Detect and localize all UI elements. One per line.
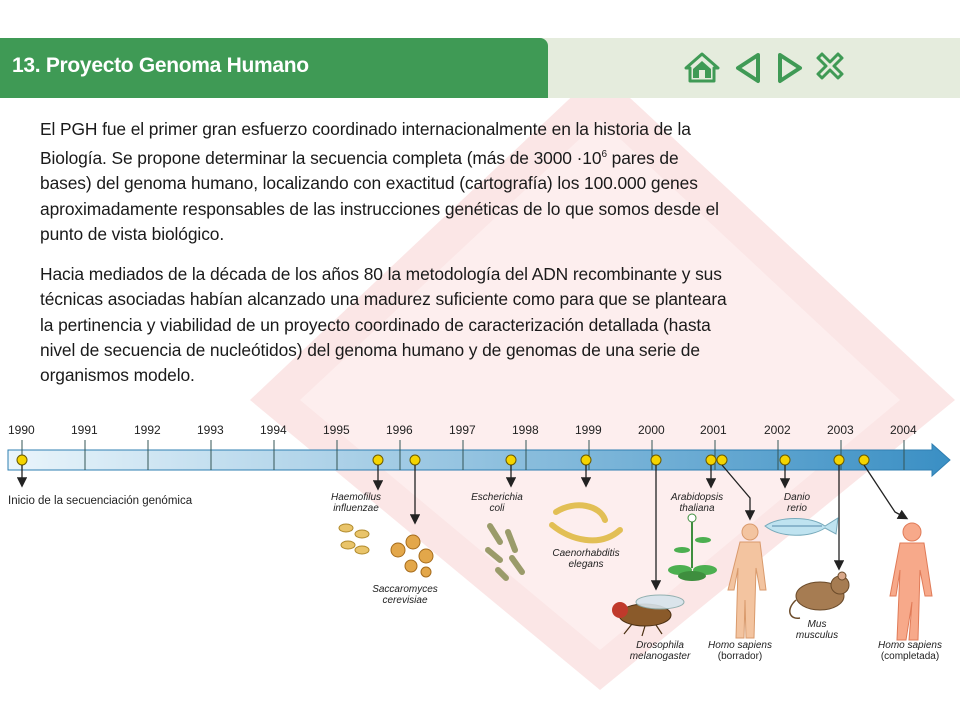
exponent: 6 [601,149,607,161]
year-label: 2002 [764,423,791,437]
timeline-bar [7,442,951,478]
mus-illustration [789,571,850,619]
paragraph-line: nivel de secuencia de nucleótidos) del g… [40,339,700,360]
paragraph-line: organismos modelo. [40,365,195,386]
organism-label: (completada) [881,651,939,662]
header-bar: 13. Proyecto Genoma Humano [0,38,960,98]
organism-label: Mus [808,619,827,630]
year-labels: 1990 1991 1992 1993 1994 1995 1996 1997 … [8,423,917,437]
year-label: 2004 [890,423,917,437]
year-label: 1993 [197,423,224,437]
organism-label: (borrador) [718,651,762,662]
previous-icon [736,53,760,83]
organism-label: Caenorhabditis [552,548,619,559]
year-label: 1998 [512,423,539,437]
paragraph-line: punto de vista biológico. [40,223,225,244]
organism-label: Haemofilus [331,492,381,503]
caenorhabditis-illustration [549,502,623,544]
drosophila-illustration [612,594,685,637]
close-icon [816,52,844,80]
page-title: 13. Proyecto Genoma Humano [12,54,309,77]
year-ticks [21,440,905,470]
paragraph-line: técnicas asociadas habían alcanzado una … [40,289,727,310]
paragraph-line: Hacia mediados de la década de los años … [40,264,722,284]
organism-label: thaliana [679,503,714,514]
year-label: 2001 [700,423,727,437]
organism-labels: Haemofilus influenzae Saccaromyces cerev… [331,492,942,662]
title-bar: 13. Proyecto Genoma Humano [0,38,548,98]
organism-label: Homo sapiens [708,640,772,651]
haemophilus-illustration [338,523,370,555]
intro-paragraph: El PGH fue el primer gran esfuerzo coord… [40,117,890,247]
year-label: 1996 [386,423,413,437]
organism-label: cerevisiae [382,595,427,606]
organism-label: rerio [787,503,807,514]
arabidopsis-illustration [668,513,717,581]
year-label: 1995 [323,423,350,437]
event-markers [16,454,870,466]
organism-label: Drosophila [636,640,684,651]
next-icon [778,53,802,83]
year-label: 1990 [8,423,35,437]
organism-label: Arabidopsis [670,492,723,503]
year-label: 1992 [134,423,161,437]
close-button[interactable] [810,48,850,88]
organism-label: Danio [784,492,811,503]
escherichia-illustration [485,523,525,581]
homo-sapiens-complete-illustration [889,522,933,641]
year-label: 2003 [827,423,854,437]
saccharomyces-illustration [390,534,434,578]
year-label: 1999 [575,423,602,437]
previous-button[interactable] [730,48,770,88]
organism-label: musculus [796,630,838,641]
paragraph-line: aproximadamente responsables de las inst… [40,198,719,219]
paragraph-line-tail: pares de [606,148,679,169]
year-label: 1994 [260,423,287,437]
home-button[interactable] [682,48,722,88]
nav-bar [540,38,960,98]
event-arrows [16,464,909,591]
organism-label: Saccaromyces [372,584,438,595]
paragraph-line: la pertinencia y viabilidad de un proyec… [40,314,711,335]
start-label: Inicio de la secuenciación genómica [8,495,193,507]
organism-label: coli [489,503,505,514]
home-icon [684,52,720,83]
organism-label: Escherichia [471,492,523,503]
organism-label: elegans [568,559,603,570]
year-label: 1991 [71,423,98,437]
year-label: 1997 [449,423,476,437]
organism-label: influenzae [333,503,379,514]
history-paragraph: Hacia mediados de la década de los años … [40,262,890,388]
next-button[interactable] [770,48,810,88]
genome-timeline: 1990 1991 1992 1993 1994 1995 1996 1997 … [7,423,951,662]
paragraph-line: Biología. Se propone determinar la secue… [40,148,602,169]
homo-sapiens-draft-illustration [727,523,767,639]
paragraph-line: bases) del genoma humano, localizando co… [40,173,698,194]
year-label: 2000 [638,423,665,437]
organism-label: Homo sapiens [878,640,942,651]
paragraph-line: El PGH fue el primer gran esfuerzo coord… [40,119,691,139]
organism-label: melanogaster [630,651,691,662]
danio-illustration [764,517,839,536]
